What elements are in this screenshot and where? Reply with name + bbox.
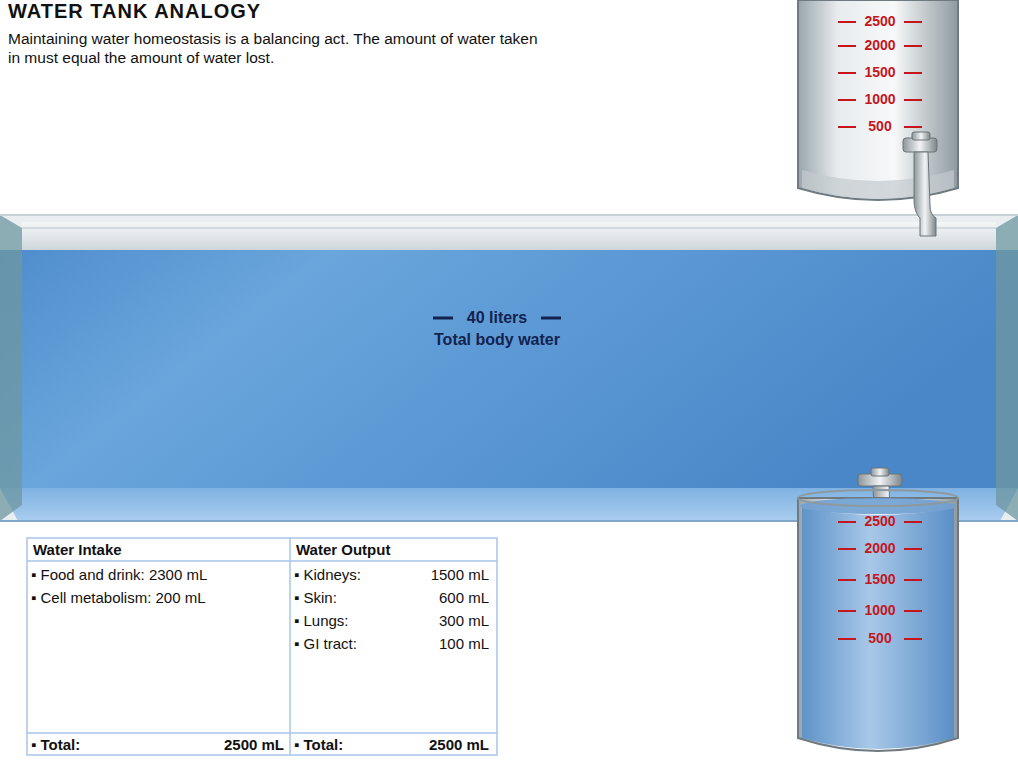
volume-value: 40 liters <box>434 307 560 329</box>
scale-number: 2500 <box>856 513 904 530</box>
table-cell: 300 mL <box>395 612 489 630</box>
table-total: ▪ Total: <box>31 736 80 754</box>
table-total: 2500 mL <box>385 736 489 754</box>
scale-number: 500 <box>856 630 904 647</box>
volume-caption: Total body water <box>434 329 560 351</box>
table-header: Water Intake <box>33 541 122 559</box>
scale-number: 2000 <box>856 37 904 54</box>
table-cell: ▪ Cell metabolism: 200 mL <box>31 589 206 607</box>
scale-number: 1500 <box>856 571 904 588</box>
table-total: ▪ Total: <box>294 736 343 754</box>
table-cell: 1500 mL <box>395 566 489 584</box>
table-cell: ▪ Skin: <box>294 589 337 607</box>
table-cell: ▪ Food and drink: 2300 mL <box>31 566 207 584</box>
table-cell: ▪ Kidneys: <box>294 566 361 584</box>
table-cell: ▪ GI tract: <box>294 635 357 653</box>
scale-number: 2000 <box>856 540 904 557</box>
table-header: Water Output <box>296 541 390 559</box>
scale-number: 500 <box>856 118 904 135</box>
title: WATER TANK ANALOGY <box>8 0 261 23</box>
table-cell: 600 mL <box>395 589 489 607</box>
table-total: 2500 mL <box>180 736 284 754</box>
description: Maintaining water homeostasis is a balan… <box>8 30 553 67</box>
tank-water-label: 40 litersTotal body water <box>430 305 564 352</box>
table-cell: ▪ Lungs: <box>294 612 349 630</box>
scale-number: 1000 <box>856 602 904 619</box>
table-cell: 100 mL <box>395 635 489 653</box>
scale-number: 1500 <box>856 64 904 81</box>
scale-number: 2500 <box>856 13 904 30</box>
scale-number: 1000 <box>856 91 904 108</box>
